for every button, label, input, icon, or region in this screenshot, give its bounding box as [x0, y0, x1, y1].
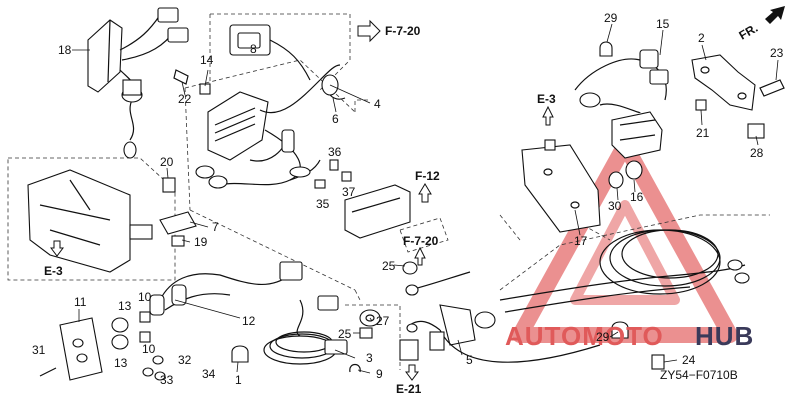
part-6-grommet	[321, 74, 346, 100]
part-11-panel-plate	[59, 317, 103, 381]
callout-3: 3	[366, 351, 373, 365]
part-32-33-34-washers	[142, 355, 166, 381]
callout-10-lower: 10	[142, 342, 156, 356]
callout-34: 34	[202, 367, 216, 381]
callout-5: 5	[466, 353, 473, 367]
callout-7: 7	[212, 220, 219, 234]
callout-35: 35	[316, 197, 330, 211]
callout-20: 20	[160, 155, 174, 169]
section-ref-f-7-20-top[interactable]: F-7-20	[385, 24, 421, 38]
callout-37: 37	[342, 185, 356, 199]
battery-cable-coils	[499, 229, 750, 313]
part-13-grommets	[111, 317, 129, 350]
callout-13-upper: 13	[118, 299, 132, 313]
callout-2: 2	[698, 31, 705, 45]
callout-1: 1	[235, 373, 242, 387]
section-ref-arrows	[50, 6, 785, 381]
part-12-sub-harness	[149, 261, 303, 316]
part-30-grommet	[608, 171, 624, 189]
callout-22: 22	[178, 92, 192, 106]
part-36-clip	[329, 159, 339, 171]
part-15-sensor-harness	[574, 49, 669, 159]
part-20-bolt	[162, 177, 176, 193]
callout-8: 8	[250, 42, 257, 56]
fr-direction-label: FR.	[737, 21, 761, 43]
callout-25-lower: 25	[338, 327, 352, 341]
part-10-plugs	[139, 311, 151, 343]
callout-29-bottom: 29	[596, 330, 610, 344]
part-31-screw	[39, 367, 57, 377]
callout-15: 15	[656, 17, 670, 31]
section-ref-f-12[interactable]: F-12	[415, 169, 440, 183]
part-35-clip	[314, 179, 326, 189]
callout-16: 16	[630, 190, 644, 204]
part-28-clip	[747, 123, 765, 139]
callout-27: 27	[376, 314, 390, 328]
callout-17: 17	[574, 234, 588, 248]
diagram-code: ZY54−F0710B	[660, 368, 738, 382]
part-5-battery-cable	[429, 304, 601, 363]
e21-terminal	[399, 320, 441, 361]
part-3-wire-coil	[263, 295, 348, 365]
part-23-bolt	[759, 79, 785, 97]
section-ref-e-3-top[interactable]: E-3	[537, 92, 556, 106]
part-29-clip-top	[599, 41, 613, 57]
part-29-clip-bottom	[611, 321, 629, 339]
callout-14-lower: 13	[114, 356, 128, 370]
part-24-bolt	[651, 354, 665, 370]
part-7-bracket	[159, 211, 197, 235]
part-37-clip	[341, 171, 352, 182]
part-22-bolt	[173, 69, 189, 85]
fr-arrow-icon	[765, 6, 785, 24]
part-18-control-module	[87, 7, 189, 159]
callout-31: 31	[32, 343, 46, 357]
callout-32: 32	[178, 353, 192, 367]
part-17-bracket-plate	[521, 139, 601, 233]
part-2-bracket	[691, 54, 756, 111]
part-25-nut	[359, 327, 373, 339]
part-16-grommet	[625, 160, 643, 180]
callout-12: 12	[242, 314, 256, 328]
callout-9: 9	[376, 367, 383, 381]
callout-25-upper: 25	[382, 259, 396, 273]
callout-28: 28	[750, 146, 764, 160]
callout-10-upper: 10	[138, 290, 152, 304]
group-outlines	[7, 13, 770, 370]
f12-module	[344, 184, 449, 253]
section-ref-e-21[interactable]: E-21	[396, 382, 422, 396]
part-9-clip	[349, 363, 361, 373]
callout-6: 6	[332, 112, 339, 126]
section-ref-f-7-20-mid[interactable]: F-7-20	[403, 234, 439, 248]
callout-18: 18	[58, 43, 72, 57]
ground-cable-upper	[402, 261, 471, 296]
callout-14: 14	[200, 53, 214, 67]
watermark-text: AUTOMOTO HUB	[505, 321, 754, 351]
callout-30: 30	[608, 199, 622, 213]
callout-36: 36	[328, 145, 342, 159]
part-19-clip	[171, 235, 185, 247]
callout-33: 33	[160, 373, 174, 387]
callout-4: 4	[374, 97, 381, 111]
callout-labels: 1 2 3 4 5 6 7 8 9 10 10 11 12 13 13 14 1…	[32, 11, 784, 387]
callout-21: 21	[696, 126, 710, 140]
callout-19: 19	[194, 235, 208, 249]
leader-lines	[72, 23, 779, 374]
section-ref-e-3-left[interactable]: E-3	[44, 264, 63, 278]
frame-bracket	[27, 169, 153, 273]
callout-23: 23	[770, 46, 784, 60]
callout-24: 24	[682, 353, 696, 367]
watermark-brand-right: HUB	[695, 321, 754, 351]
part-1-clamp	[231, 345, 249, 363]
callout-11: 11	[74, 295, 87, 309]
watermark-brand-left: AUTOMOTO	[505, 321, 664, 351]
part-21-bolt	[695, 99, 707, 111]
callout-29-top: 29	[604, 11, 618, 25]
part-4-main-harness	[195, 24, 341, 189]
